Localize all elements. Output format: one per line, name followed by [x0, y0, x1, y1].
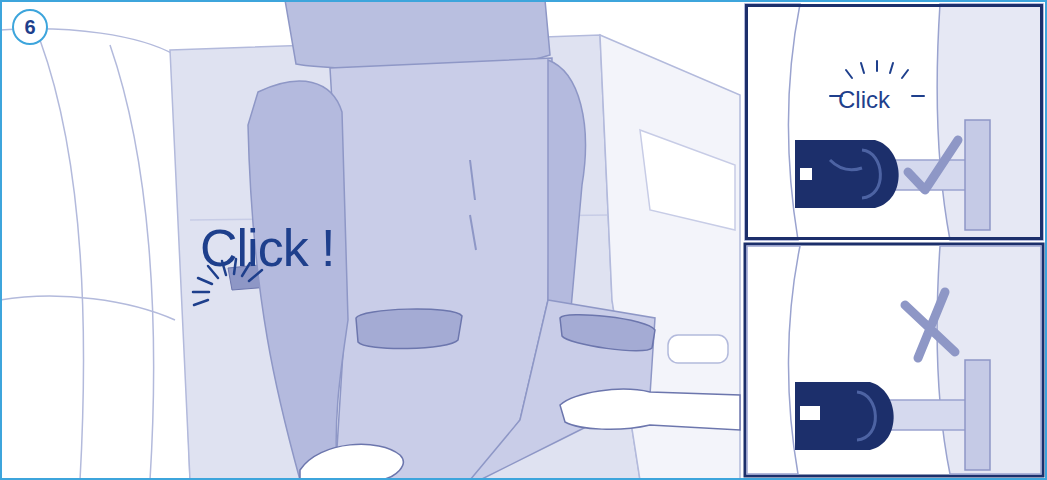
- backrest-center: [330, 58, 552, 480]
- isofix-latch: [795, 140, 899, 208]
- door-panel: [640, 130, 735, 230]
- latch-indicator: [800, 406, 820, 420]
- headrest: [285, 0, 550, 69]
- step-number-text: 6: [14, 11, 46, 43]
- anchor-bracket: [965, 360, 990, 470]
- hand: [300, 444, 403, 480]
- latch-detail: [862, 150, 880, 198]
- vehicle-seat: [747, 246, 800, 474]
- inset-frame: [745, 244, 1043, 476]
- latch-indicator: [800, 168, 812, 180]
- cross-mark: [905, 292, 955, 358]
- belt-guide: [470, 160, 476, 250]
- door-handle: [668, 335, 728, 363]
- hand: [560, 389, 740, 430]
- armrest: [560, 315, 655, 351]
- seat-seam: [0, 296, 175, 320]
- backrest-right-wing: [548, 60, 585, 330]
- seat-base: [937, 4, 1043, 240]
- seat-base: [937, 246, 1041, 474]
- seat-seam: [110, 45, 154, 480]
- backrest-left-wing: [248, 81, 348, 480]
- latch-detail: [857, 392, 875, 440]
- vehicle-seat-bolster: [0, 29, 190, 480]
- latch-detail: [830, 160, 862, 170]
- inset-box: Click: [745, 4, 1043, 240]
- isofix-latch: [795, 382, 894, 450]
- click-callout: Click !: [200, 218, 335, 278]
- armrest: [356, 309, 462, 349]
- inset-background: [745, 4, 1043, 240]
- check-mark: [908, 140, 958, 190]
- vehicle-seat: [745, 4, 800, 240]
- seat-seam: [40, 40, 84, 480]
- step-number: 6: [12, 9, 48, 45]
- anchor-bracket: [965, 120, 990, 230]
- click-text: Click: [838, 87, 928, 113]
